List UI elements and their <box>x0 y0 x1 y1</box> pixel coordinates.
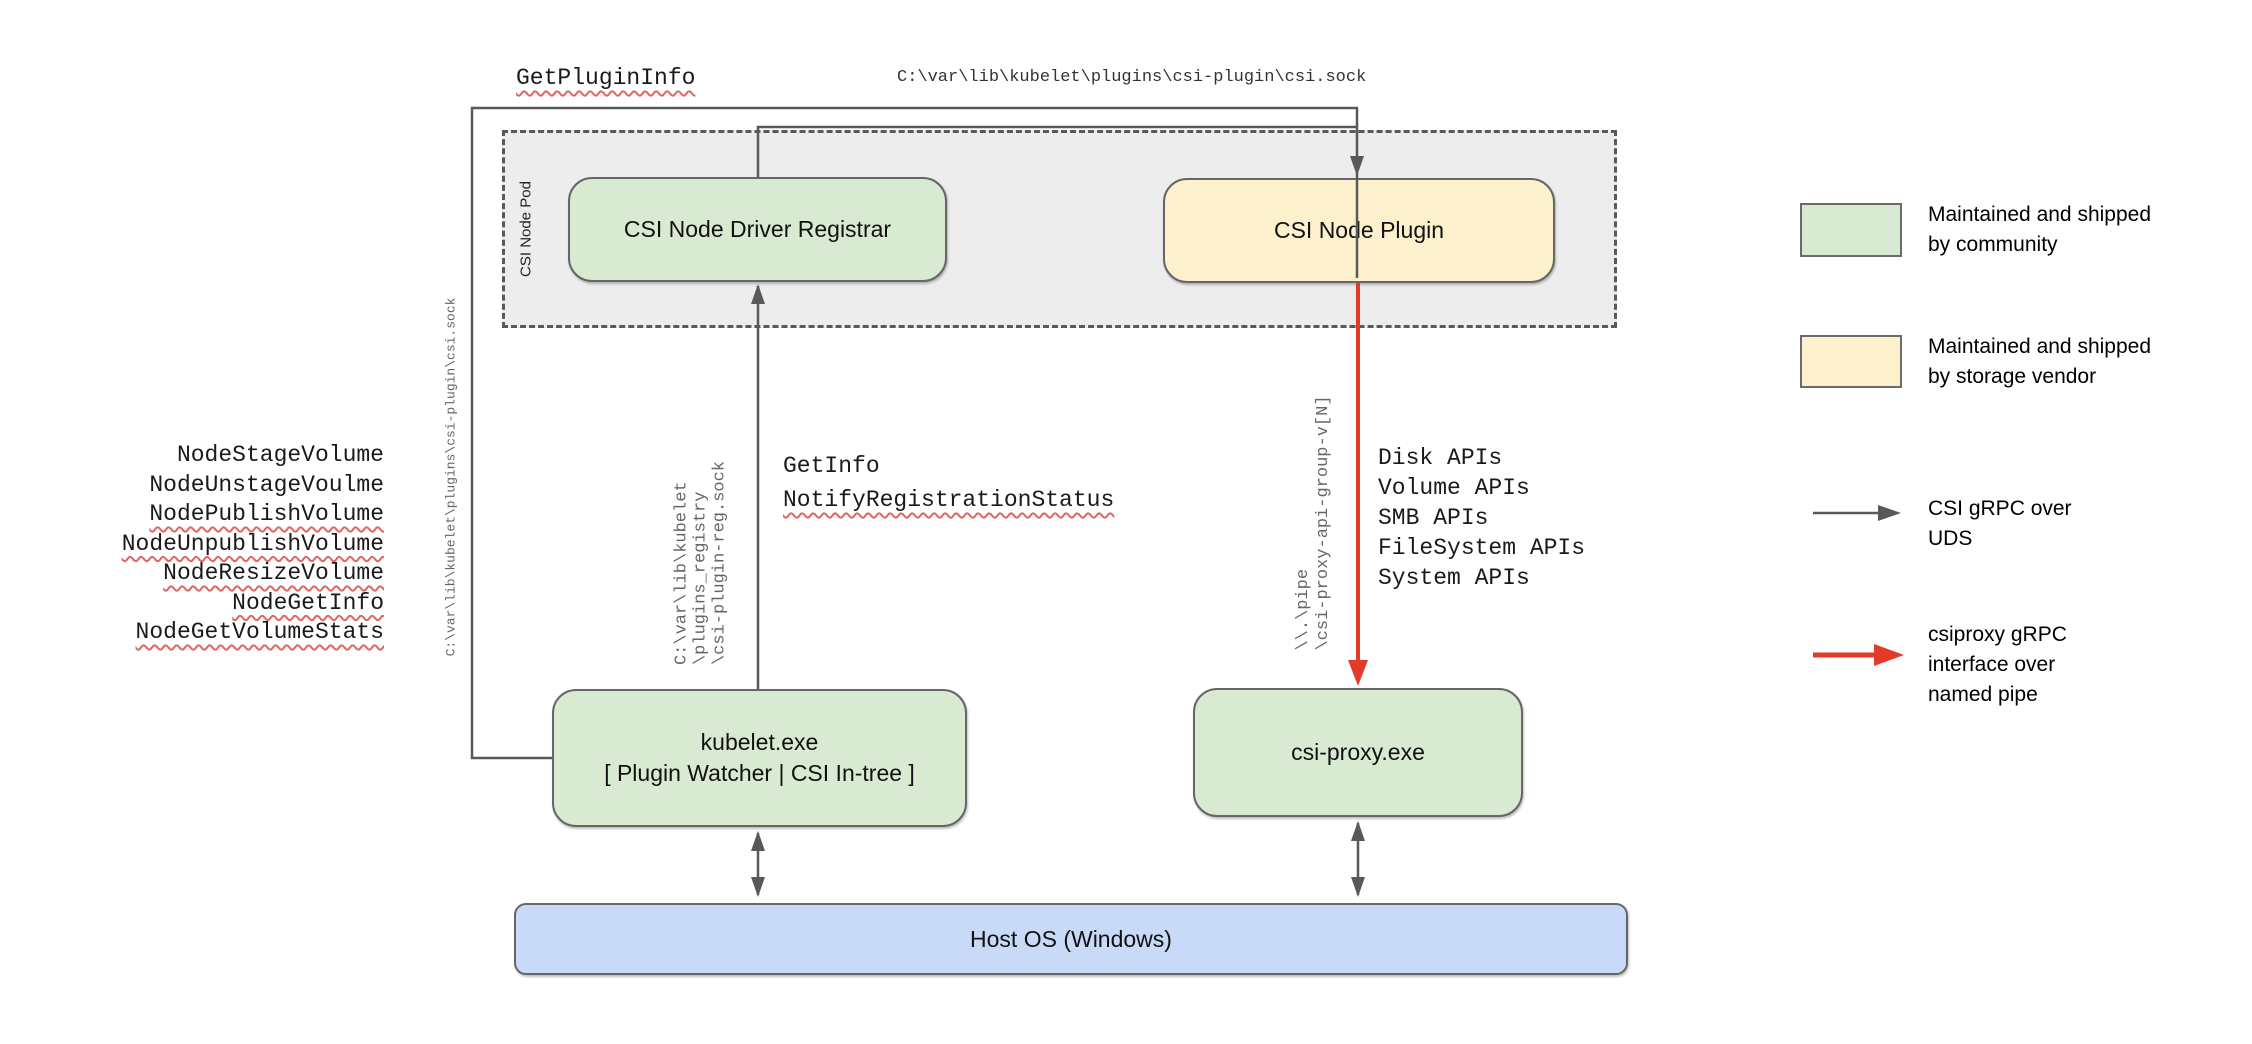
notify-registration-status-label: NotifyRegistrationStatus <box>783 487 1115 513</box>
node-call-item: NodeUnstageVoulme <box>149 471 384 498</box>
node-call-list: NodeStageVolume NodeUnstageVoulme NodePu… <box>122 441 384 648</box>
proxy-api-item: FileSystem APIs <box>1378 535 1586 561</box>
node-call-item: NodeGetInfo <box>232 589 384 616</box>
plugin-reg-sock-path-label: C:\var\lib\kubelet \plugins_registry \cs… <box>673 461 730 665</box>
csi-node-plugin-box: CSI Node Plugin <box>1163 178 1555 283</box>
kubelet-label-line1: kubelet.exe <box>700 729 819 755</box>
csi-node-pod-label: CSI Node Pod <box>517 181 535 277</box>
proxy-api-item: Volume APIs <box>1378 475 1530 501</box>
proxy-api-list: Disk APIs Volume APIs SMB APIs FileSyste… <box>1378 443 1585 593</box>
legend-namedpipe-line1: csiproxy gRPC <box>1928 623 2067 646</box>
legend-namedpipe-arrowhead <box>1874 644 1904 666</box>
node-call-item: NodeGetVolumeStats <box>135 619 384 645</box>
legend-vendor-swatch <box>1800 335 1902 388</box>
legend-uds-text: CSI gRPC over UDS <box>1928 494 2072 554</box>
legend-vendor-text: Maintained and shipped by storage vendor <box>1928 332 2151 392</box>
plugin-reg-sock-line2: \plugins_registry <box>691 491 711 666</box>
legend-community-line2: by community <box>1928 233 2058 256</box>
plugin-reg-sock-line3: \csi-plugin-reg.sock <box>710 460 730 666</box>
csi-node-driver-registrar-box: CSI Node Driver Registrar <box>568 177 947 282</box>
legend-namedpipe-line3: named pipe <box>1928 683 2038 706</box>
named-pipe-line2: \csi-proxy-api-group-v[N] <box>1314 395 1333 651</box>
proxy-api-item: System APIs <box>1378 565 1530 591</box>
legend-vendor-line2: by storage vendor <box>1928 365 2097 388</box>
legend-community-swatch <box>1800 203 1902 257</box>
legend-community-line1: Maintained and shipped <box>1928 203 2152 226</box>
proxy-api-item: Disk APIs <box>1378 445 1503 471</box>
named-pipe-path-label: \\.\pipe \csi-proxy-api-group-v[N] <box>1294 395 1334 650</box>
host-os-label: Host OS (Windows) <box>970 925 1172 952</box>
csi-node-driver-registrar-label: CSI Node Driver Registrar <box>623 216 892 242</box>
legend-namedpipe-text: csiproxy gRPC interface over named pipe <box>1928 620 2067 710</box>
node-call-item: NodeResizeVolume <box>163 560 384 586</box>
kubelet-hostos-arrowhead-up <box>751 831 765 851</box>
node-call-item: NodeUnpublishVolume <box>121 530 384 557</box>
get-plugin-info-label: GetPluginInfo <box>516 65 696 91</box>
plugin-reg-sock-line1: C:\var\lib\kubelet <box>672 481 692 666</box>
proxy-api-item: SMB APIs <box>1378 505 1489 531</box>
legend-uds-line2: UDS <box>1928 527 1973 550</box>
csi-node-plugin-label: CSI Node Plugin <box>1273 217 1445 243</box>
node-call-item: NodePublishVolume <box>149 501 384 527</box>
kubelet-box: kubelet.exe [ Plugin Watcher | CSI In-tr… <box>552 689 967 827</box>
legend-vendor-line1: Maintained and shipped <box>1928 335 2152 358</box>
kubelet-label-line2: [ Plugin Watcher | CSI In-tree ] <box>604 760 915 786</box>
proxy-hostos-arrowhead-up <box>1351 821 1365 841</box>
named-pipe-line1: \\.\pipe <box>1294 568 1313 651</box>
legend-uds-arrowhead <box>1878 505 1901 521</box>
csi-proxy-label: csi-proxy.exe <box>1291 739 1425 765</box>
legend-community-text: Maintained and shipped by community <box>1928 200 2151 260</box>
legend-uds-line1: CSI gRPC over <box>1928 497 2072 520</box>
node-call-item: NodeStageVolume <box>176 442 384 468</box>
legend-namedpipe-line2: interface over <box>1928 653 2056 676</box>
plugin-to-proxy-arrowhead <box>1348 660 1368 686</box>
csi-sock-path-top-label: C:\var\lib\kubelet\plugins\csi-plugin\cs… <box>897 68 1367 87</box>
get-info-label: GetInfo <box>783 453 880 479</box>
csi-sock-path-left-label: C:\var\lib\kubelet\plugins\csi-plugin\cs… <box>443 297 459 657</box>
kubelet-hostos-arrowhead-down <box>751 877 765 897</box>
host-os-box: Host OS (Windows) <box>514 903 1628 975</box>
csi-proxy-box: csi-proxy.exe <box>1193 688 1523 817</box>
proxy-hostos-arrowhead-down <box>1351 877 1365 897</box>
